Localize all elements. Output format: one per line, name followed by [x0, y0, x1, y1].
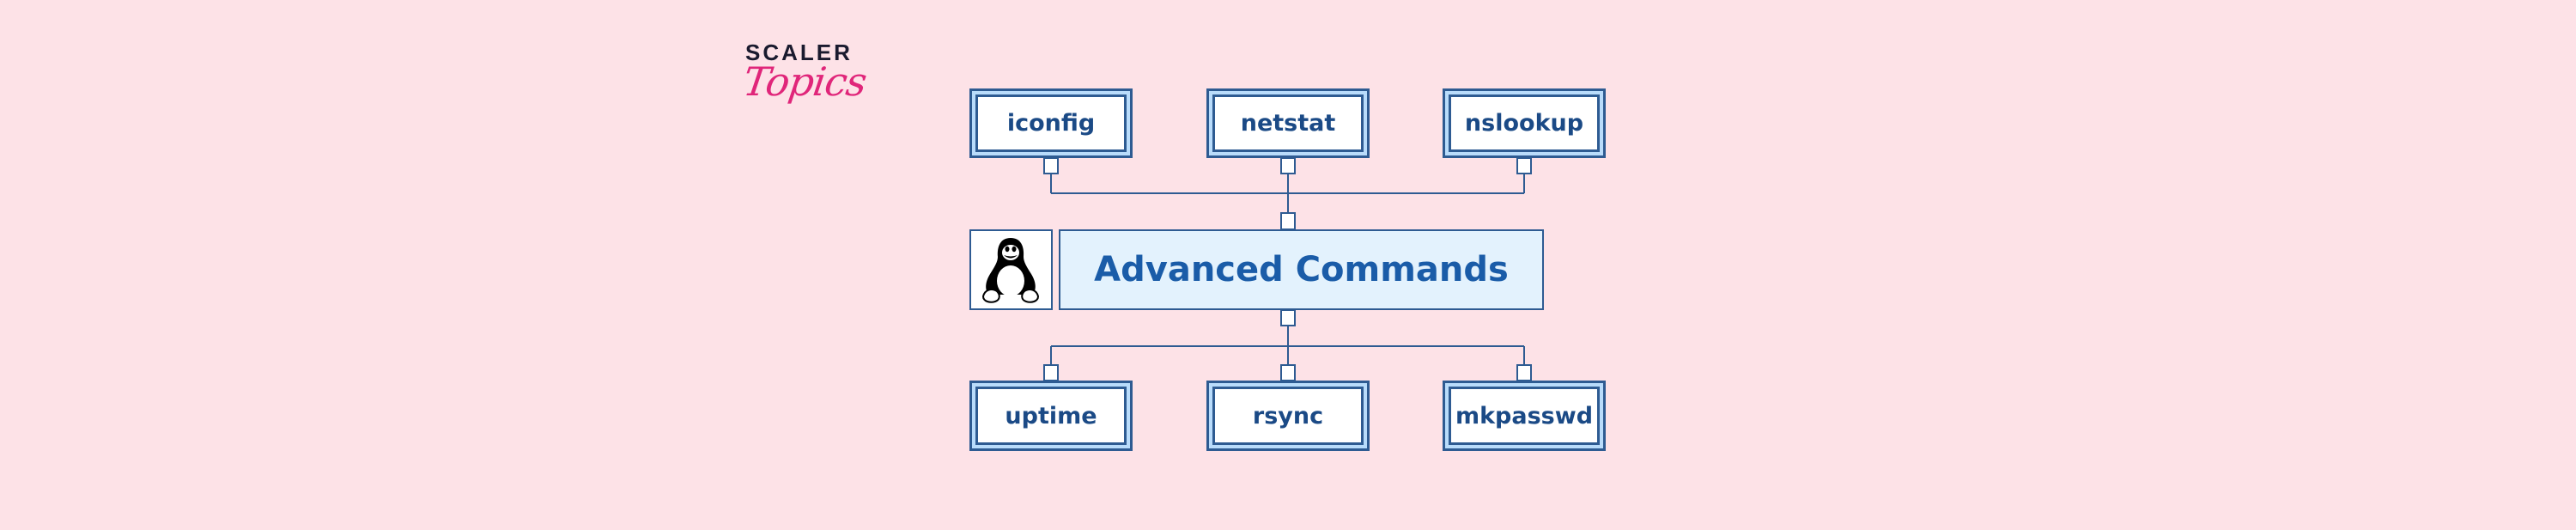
node-label: rsync	[1252, 402, 1324, 429]
node-label: netstat	[1240, 110, 1336, 137]
linux-icon-box	[969, 229, 1053, 310]
node-nslookup: nslookup	[1443, 88, 1606, 158]
port-iconfig	[1043, 157, 1059, 174]
port-netstat	[1280, 157, 1296, 174]
port-uptime	[1043, 364, 1059, 381]
node-uptime: uptime	[969, 381, 1133, 451]
node-mkpasswd: mkpasswd	[1443, 381, 1606, 451]
port-main-bottom	[1280, 309, 1296, 326]
linux-tux-icon	[981, 238, 1040, 303]
node-netstat: netstat	[1206, 88, 1370, 158]
port-mkpasswd	[1516, 364, 1532, 381]
node-label: mkpasswd	[1455, 402, 1594, 429]
port-main-top	[1280, 212, 1296, 230]
advanced-commands-box: Advanced Commands	[1059, 229, 1544, 310]
port-rsync	[1280, 364, 1296, 381]
node-rsync: rsync	[1206, 381, 1370, 451]
port-nslookup	[1516, 157, 1532, 174]
node-label: iconfig	[1006, 110, 1096, 137]
node-iconfig: iconfig	[969, 88, 1133, 158]
scaler-topics-logo: SCALER Topics	[740, 40, 869, 125]
node-label: nslookup	[1464, 110, 1584, 137]
node-label: uptime	[1005, 402, 1097, 429]
advanced-commands-title: Advanced Commands	[1094, 250, 1509, 289]
logo-scaler-text: SCALER	[745, 40, 853, 65]
